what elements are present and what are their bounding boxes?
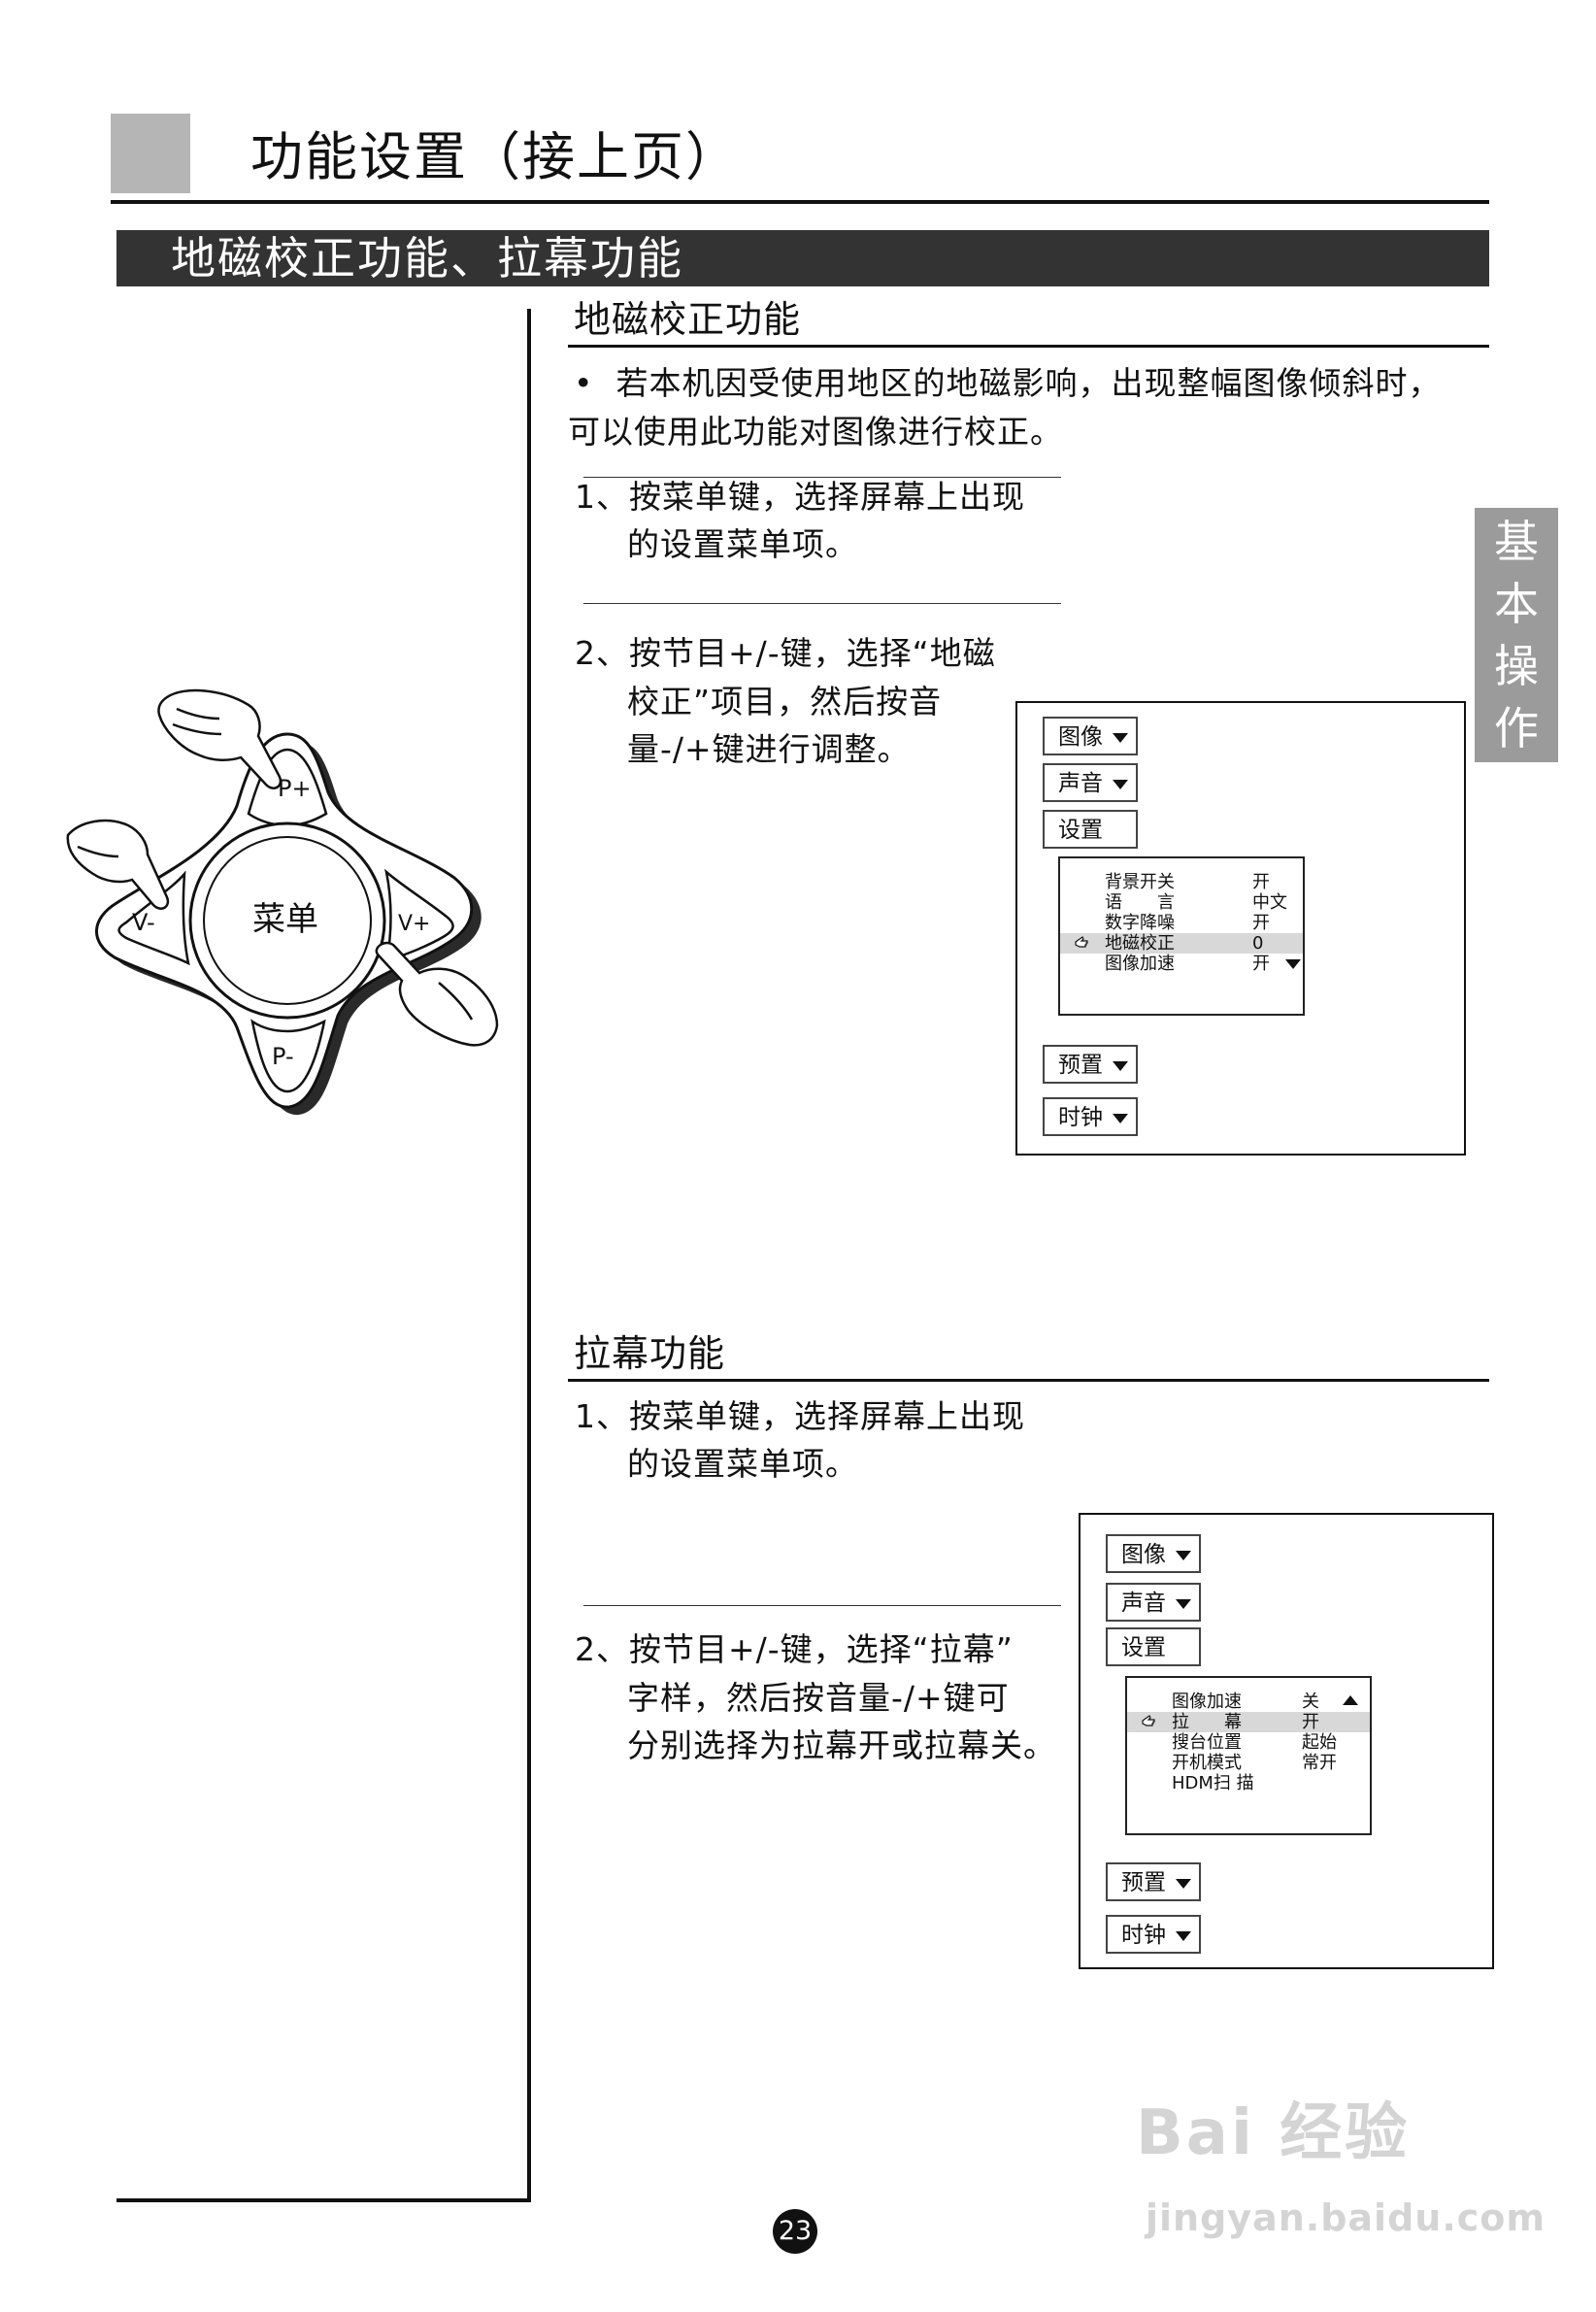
side-tab-char: 操: [1494, 640, 1539, 692]
page-number: 23: [773, 2209, 817, 2254]
preset-menu-button[interactable]: 预置: [1106, 1862, 1201, 1901]
clock-menu-button[interactable]: 时钟: [1106, 1915, 1201, 1954]
scroll-down-icon[interactable]: [1285, 959, 1301, 969]
caret-down-icon: [1176, 1930, 1191, 1941]
bullet: •: [574, 364, 594, 402]
column-divider: [527, 309, 531, 2202]
pointing-hand-icon: [157, 688, 283, 789]
v-minus-label: V-: [132, 909, 155, 936]
submenu-row[interactable]: 背景开关开: [1105, 872, 1270, 892]
submenu-row[interactable]: 图像加速开: [1060, 954, 1303, 974]
curtain-step2-line2: 字样，然后按音量-/+键可: [627, 1679, 1010, 1717]
setup-menu-button[interactable]: 设置: [1106, 1627, 1201, 1666]
pointing-hand-icon: [66, 819, 170, 910]
caret-down-icon: [1176, 1878, 1191, 1889]
curtain-step2-line1: 2、按节目+/-键，选择“拉幕”: [575, 1630, 1014, 1668]
sound-menu-button[interactable]: 声音: [1043, 763, 1138, 802]
image-menu-button[interactable]: 图像: [1043, 717, 1138, 755]
geomag-step1-line1: 1、按菜单键，选择屏幕上出现: [575, 478, 1025, 516]
geomag-intro-text: 若本机因受使用地区的地磁影响，出现整幅图像倾斜时，: [615, 364, 1442, 402]
curtain-heading: 拉幕功能: [574, 1332, 726, 1375]
submenu-row[interactable]: HDM扫 描: [1172, 1773, 1254, 1793]
header-gray-block: [111, 114, 190, 193]
watermark-url: jingyan.baidu.com: [1146, 2196, 1546, 2239]
v-plus-key: [384, 868, 454, 963]
section-title: 地磁校正功能、拉幕功能: [171, 232, 683, 285]
side-tab-char: 基: [1494, 516, 1539, 568]
curtain-step2-line3: 分别选择为拉幕开或拉幕关。: [627, 1726, 1056, 1764]
submenu-row[interactable]: 语 言中文: [1105, 892, 1287, 913]
pointer-hand-icon: [1142, 1715, 1155, 1726]
side-tab-char: 本: [1494, 578, 1539, 630]
sound-menu-button[interactable]: 声音: [1106, 1583, 1201, 1622]
submenu-row[interactable]: 图像加速关: [1127, 1692, 1370, 1712]
v-minus-key: [117, 870, 190, 966]
section-bar: [116, 230, 1489, 286]
setup-menu-button[interactable]: 设置: [1043, 810, 1138, 849]
p-minus-key: [250, 1019, 326, 1093]
curtain-menu-screen: 图像 声音 设置 图像加速关 拉 幕开 搜台位置起始 开机模式常开 HDM扫 描…: [1079, 1513, 1494, 1969]
divider: [583, 477, 1061, 478]
side-tab: 基 本 操 作: [1475, 508, 1558, 762]
caret-down-icon: [1113, 779, 1128, 789]
caret-down-icon: [1113, 1113, 1128, 1123]
menu-key: [203, 836, 372, 1005]
p-plus-label: P+: [278, 775, 312, 802]
watermark-logo: Bai 经验: [1136, 2097, 1411, 2169]
remote-keypad-illustration: P+ P- V- V+ 菜单: [66, 688, 499, 1116]
submenu-row[interactable]: 搜台位置起始: [1172, 1732, 1337, 1753]
submenu-row[interactable]: 数字降噪开: [1105, 913, 1270, 933]
geomag-step2-line3: 量-/+键进行调整。: [627, 730, 911, 768]
geomag-step1-line2: 的设置菜单项。: [627, 525, 858, 563]
geomag-intro-line1: • 若本机因受使用地区的地磁影响，出现整幅图像倾斜时，: [574, 365, 1441, 402]
title-rule: [111, 200, 1489, 204]
curtain-step1-line2: 的设置菜单项。: [627, 1445, 858, 1483]
caret-down-icon: [1176, 1550, 1191, 1560]
divider: [583, 1605, 1061, 1606]
scroll-up-icon[interactable]: [1343, 1695, 1358, 1705]
geomag-heading-rule: [568, 345, 1489, 348]
geomag-step2-line2: 校正”项目，然后按音: [627, 683, 943, 720]
preset-menu-button[interactable]: 预置: [1043, 1045, 1138, 1084]
setup-submenu: 图像加速关 拉 幕开 搜台位置起始 开机模式常开 HDM扫 描: [1125, 1676, 1372, 1835]
image-menu-button[interactable]: 图像: [1106, 1534, 1201, 1573]
caret-down-icon: [1113, 1060, 1128, 1071]
curtain-step1-line1: 1、按菜单键，选择屏幕上出现: [575, 1397, 1025, 1435]
p-minus-label: P-: [272, 1043, 294, 1070]
divider: [583, 603, 1061, 604]
submenu-row[interactable]: 开机模式常开: [1172, 1753, 1337, 1773]
pointer-hand-icon: [1075, 936, 1088, 948]
page-title: 功能设置（接上页）: [250, 126, 740, 187]
geomag-intro-line2: 可以使用此功能对图像进行校正。: [568, 413, 1063, 451]
geomag-step2-line1: 2、按节目+/-键，选择“地磁: [575, 634, 996, 672]
side-tab-char: 作: [1494, 702, 1539, 754]
caret-down-icon: [1113, 732, 1128, 743]
submenu-row-selected[interactable]: 拉 幕开: [1127, 1712, 1370, 1732]
clock-menu-button[interactable]: 时钟: [1043, 1097, 1138, 1136]
pointing-hand-icon: [375, 941, 499, 1047]
v-plus-label: V+: [398, 912, 430, 936]
curtain-heading-rule: [568, 1379, 1489, 1382]
geomag-heading: 地磁校正功能: [574, 298, 802, 341]
bottom-rule: [116, 2198, 531, 2202]
menu-label: 菜单: [252, 900, 318, 939]
caret-down-icon: [1176, 1598, 1191, 1609]
